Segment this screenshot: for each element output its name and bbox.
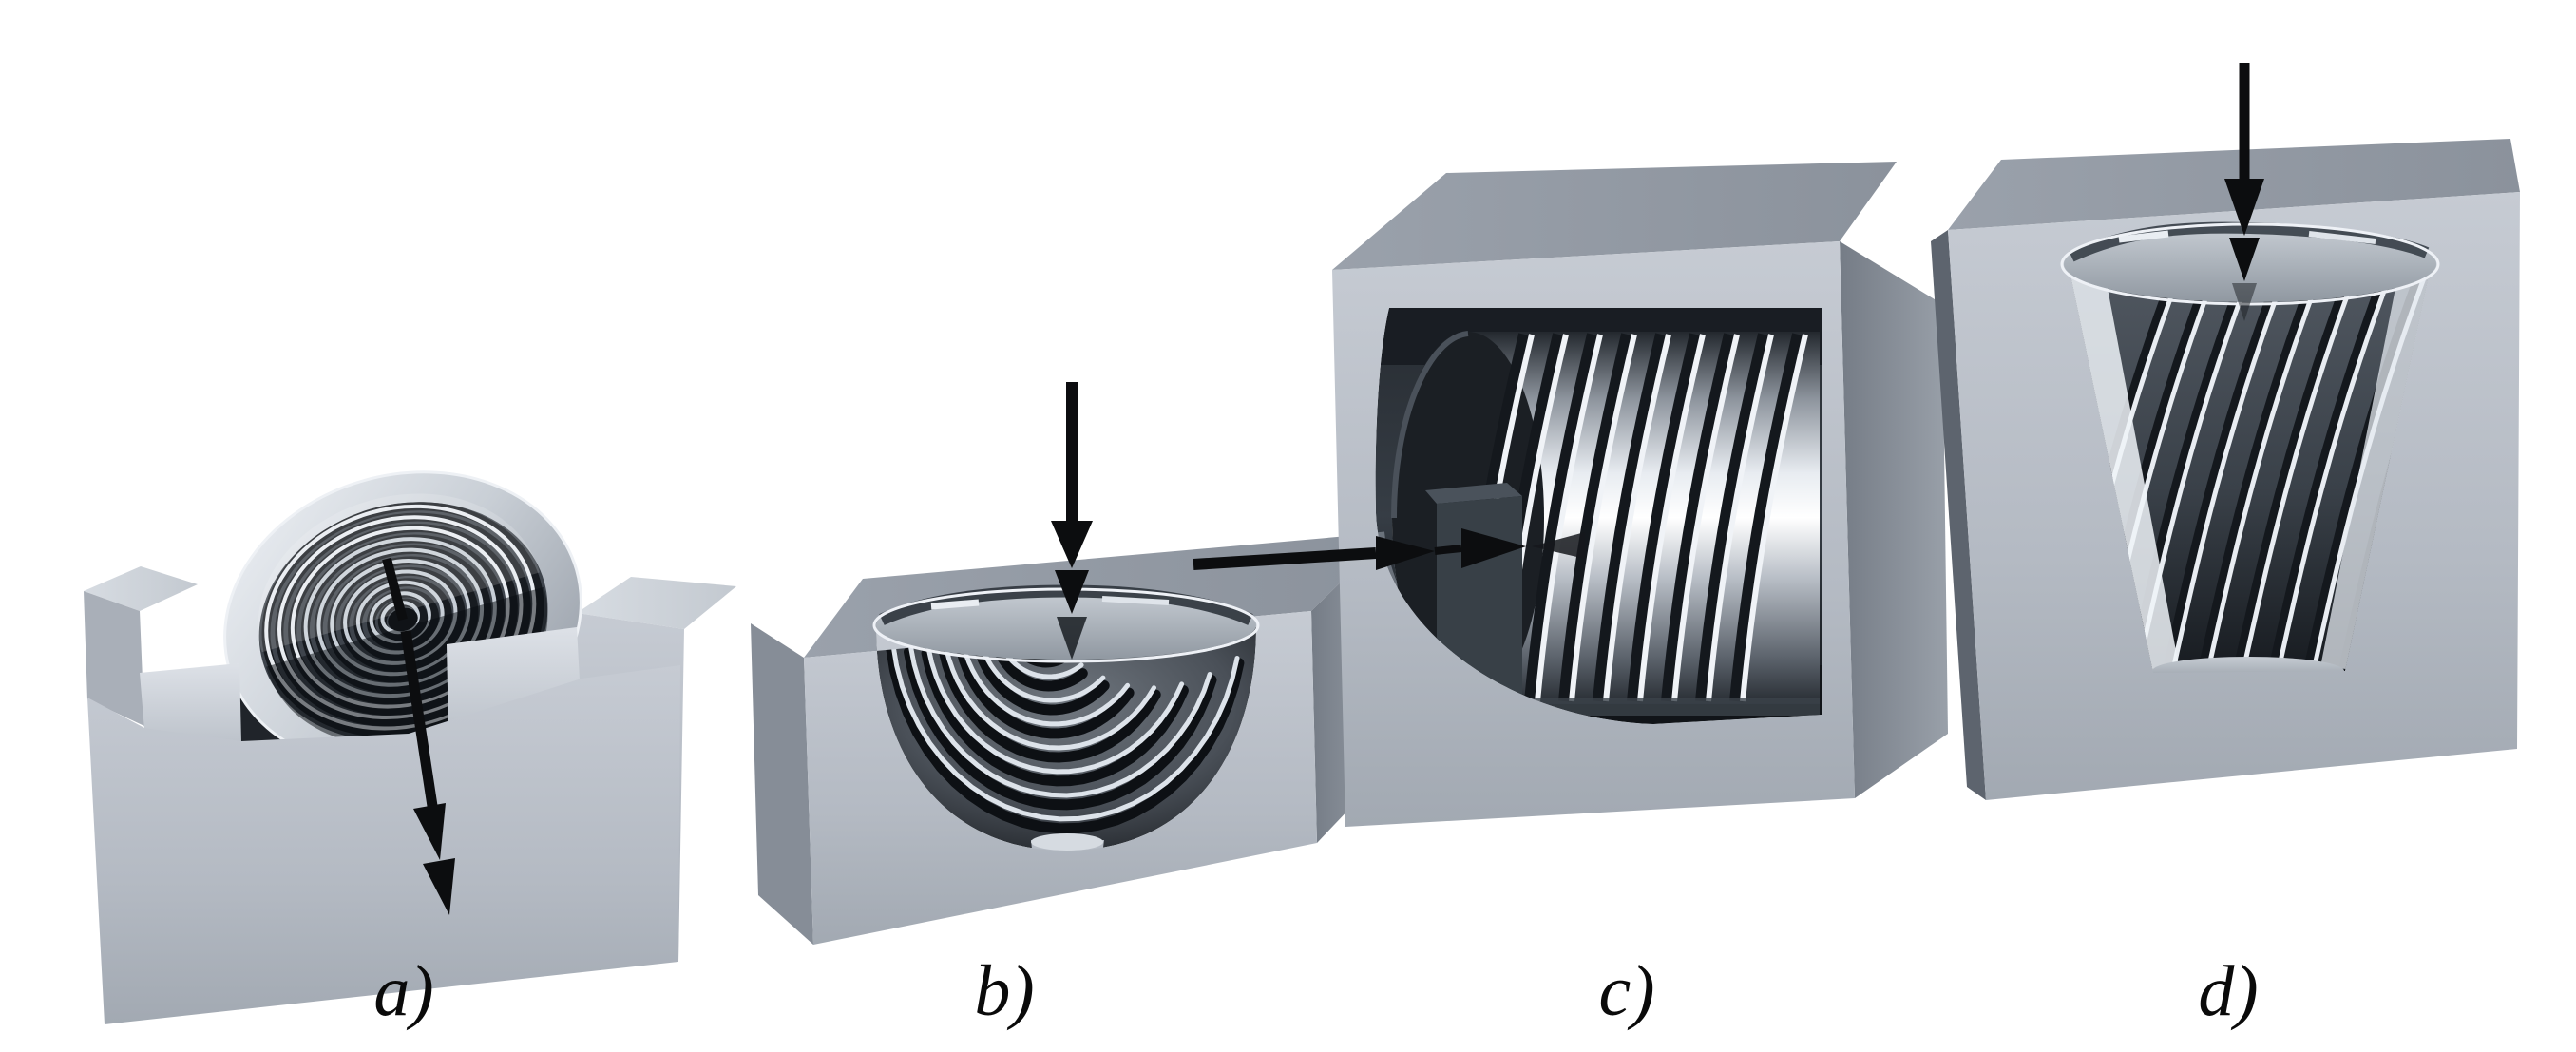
rim-specular-highlight (930, 599, 980, 610)
v-block-left-wall-front-face (84, 591, 144, 726)
v-groove-lip-left (140, 663, 241, 743)
bowl-stem-top (1031, 833, 1103, 851)
panel-d-render (1931, 63, 2520, 800)
rim-specular-highlight (2308, 231, 2376, 244)
glass-wall-left-highlight (2069, 266, 2180, 673)
cup-block-left-sliver (1931, 230, 1986, 800)
cup-cavity-contents (2069, 262, 2432, 673)
cylinder-end-rim (1391, 331, 1469, 519)
v-block-main-front-face (87, 665, 680, 1024)
cup-block-front-face (1948, 192, 2520, 800)
enclosure-right-side-face (1840, 241, 1948, 798)
excitation-arrow-vertical-down (2224, 63, 2264, 321)
bowl-block-left-side-face (751, 623, 813, 945)
cut-block-remnant-top (1425, 483, 1522, 504)
panel-label-a: a) (373, 951, 433, 1031)
panel-b-render (751, 382, 1391, 945)
excitation-arrow-diagonal-down (382, 557, 455, 915)
panel-label-c: c) (1598, 951, 1654, 1031)
panel-c-render (1193, 162, 1948, 827)
enclosure-front-frame (1332, 241, 1855, 827)
enclosure-top-face (1332, 162, 1897, 270)
v-groove-lip-right (447, 627, 580, 732)
v-block-right-end-top-face (577, 577, 736, 629)
v-block-left-wall-top-face (84, 566, 198, 611)
panel-label-b: b) (974, 951, 1034, 1031)
panel-a-render (84, 470, 736, 1024)
rim-specular-highlight (2118, 230, 2169, 243)
cup-rim-edge (2060, 222, 2440, 306)
panel-label-d: d) (2198, 951, 2258, 1031)
rim-specular-highlight (1101, 596, 1170, 605)
excitation-arrow-horizontal-right (1193, 528, 1585, 570)
excitation-arrow-vertical-down (1051, 382, 1093, 660)
bowl-block-front-face (804, 611, 1317, 945)
glass-wall-right-highlight (2320, 262, 2432, 669)
